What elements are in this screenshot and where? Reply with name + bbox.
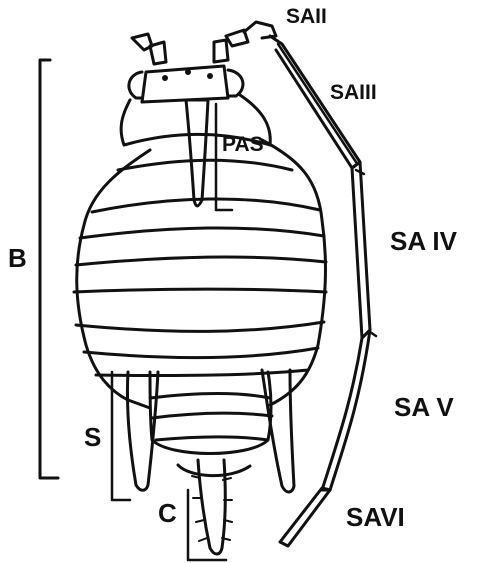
eye-dot-3: [207, 73, 213, 79]
right-siphunculus: [262, 370, 294, 492]
abdominal-segments: [74, 199, 326, 376]
label-antenna-segment-6: SAVI: [346, 504, 405, 530]
label-body-length: B: [8, 245, 27, 271]
abdomen-outline: [77, 140, 326, 408]
left-siphunculus: [127, 372, 158, 490]
label-antenna-segment-2: SAII: [286, 6, 327, 27]
posterior-plate: [150, 372, 272, 454]
eye-dot-1: [162, 75, 168, 81]
label-antenna-segment-5: SA V: [394, 394, 454, 420]
label-antenna-segment-3: SAIII: [330, 82, 377, 103]
antenna-segment-4: [352, 162, 370, 338]
antennal-tubercles: [132, 30, 248, 64]
antenna-segment-6: [280, 488, 330, 546]
body-length-bracket: [40, 60, 58, 478]
head: [142, 66, 228, 102]
label-antenna-segment-4: SA IV: [390, 228, 457, 254]
label-pas: PAS: [222, 134, 264, 155]
antenna-segment-5: [322, 330, 370, 490]
pas-marker: [216, 104, 232, 210]
label-cauda: C: [158, 500, 177, 526]
posterior-tip: [178, 465, 250, 476]
eye-dot-2: [185, 69, 191, 75]
rostrum: [186, 100, 208, 206]
label-siphunculus: S: [84, 424, 101, 450]
